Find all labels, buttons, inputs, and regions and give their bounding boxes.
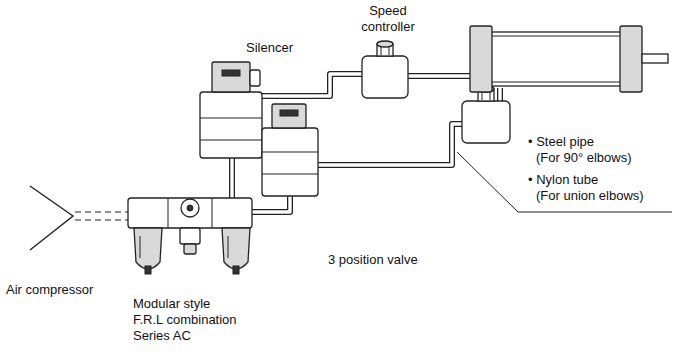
valve-body [262,104,318,196]
supply-line [75,212,128,213]
pipe [250,196,290,212]
supply-line [75,212,128,220]
air-cylinder [470,26,668,92]
valve-body [222,70,240,76]
wrap-spacer [227,296,247,306]
speed-controller [389,46,390,55]
frl-unit [140,236,141,258]
pipe [498,88,501,101]
valve-body [262,152,318,153]
pipe [406,73,472,79]
air-cylinder [490,32,622,86]
frl-unit [212,198,213,228]
air-cylinder [620,26,642,92]
supply-line [75,220,128,221]
pipe [260,74,364,96]
speed-controller [462,86,510,143]
valve-body [272,104,306,128]
frl-unit [222,228,250,269]
valve-body [200,140,262,141]
air-cylinder [492,36,620,37]
pipe [250,196,290,212]
part-label: Speed controller [348,3,428,35]
speed-controller [362,56,408,98]
part-label: Modular style F.R.L combination Series A… [133,296,247,344]
pipe [260,74,364,96]
pipe [497,88,503,101]
frl-unit [181,199,199,217]
frl-unit [128,198,252,274]
part-label: Air compressor [6,282,93,298]
speed-controller [462,101,510,143]
valve-body [280,110,298,116]
valve-body [250,70,260,86]
valve-body [262,128,318,196]
compressor-symbol [30,186,73,250]
pipe [406,74,472,77]
part-label: • Nylon tube (For union elbows) [528,172,656,204]
frl-unit [180,228,200,244]
frl-unit [233,266,239,274]
valve-body [200,118,262,119]
wrap-spacer [611,172,656,182]
compressor-symbol [30,186,73,250]
speed-controller [377,41,393,47]
valve-body [200,62,262,158]
frl-unit [134,228,162,269]
air-cylinder [492,82,620,83]
wrap-spacer [611,134,656,144]
valve-body [212,62,250,92]
pipe [316,124,464,165]
part-label: Silencer [246,40,293,56]
frl-unit [228,236,229,258]
frl-unit [184,244,196,254]
valve-body [262,174,318,175]
frl-unit [128,198,252,228]
speed-controller [362,41,408,98]
air-cylinder [470,26,492,92]
speed-controller [381,46,382,55]
part-label: • Steel pipe (For 90° elbows) [528,134,656,166]
frl-unit [168,198,169,228]
air-cylinder [642,54,668,63]
frl-unit [187,205,193,211]
pipe [316,124,464,165]
valve-body [200,92,262,158]
frl-unit [145,266,151,274]
part-label: 3 position valve [328,252,418,268]
